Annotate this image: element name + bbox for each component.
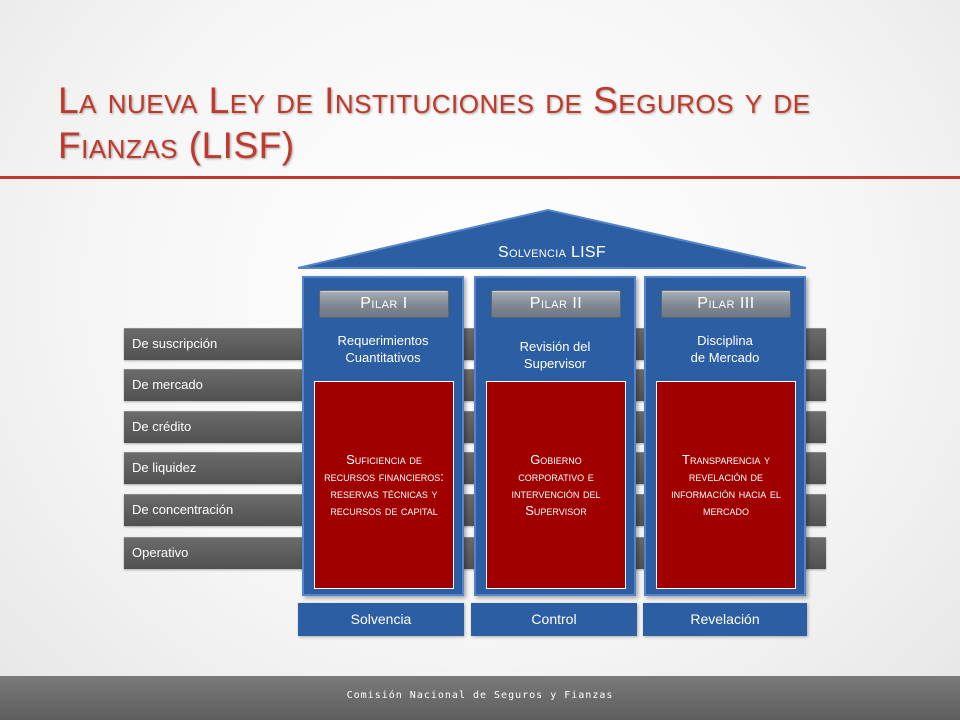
pillar-1-detail-box: Suficiencia de recursos financieros: res… [314, 381, 454, 589]
roof-label: Solvencia LISF [498, 244, 606, 261]
pillar-3-detail: Transparencia y revelación de informació… [671, 452, 781, 518]
risk-label: De mercado [132, 377, 203, 392]
pillar-3-detail-box: Transparencia y revelación de informació… [656, 381, 796, 589]
pillar-2-subtitle: Revisión del Supervisor [519, 339, 591, 371]
slide-title: La nueva Ley de Instituciones de Seguros… [58, 80, 811, 166]
pillar-1-subtitle: Requerimientos Cuantitativos [337, 333, 429, 365]
risk-label: De liquidez [132, 460, 197, 475]
base-control: Control [471, 603, 637, 636]
base-revelacion: Revelación [643, 603, 807, 636]
pillar-2: Pilar II Revisión del Supervisor Gobiern… [474, 276, 636, 596]
risk-label: De concentración [132, 502, 234, 517]
pillar-1: Pilar I Requerimientos Cuantitativos Suf… [302, 276, 464, 596]
pillar-1-detail: Suficiencia de recursos financieros: res… [324, 452, 444, 518]
pillar-2-title: Pilar II [491, 290, 621, 318]
pillar-3-subtitle: Disciplina de Mercado [690, 333, 760, 365]
pillar-3: Pilar III Disciplina de Mercado Transpar… [644, 276, 806, 596]
pillar-2-detail: Gobierno corporativo e intervención del … [511, 452, 601, 518]
risk-label: De suscripción [132, 336, 218, 351]
footer-bar: Comisión Nacional de Seguros y Fianzas [0, 676, 960, 720]
pillar-3-title: Pilar III [661, 290, 791, 318]
footer-text: Comisión Nacional de Seguros y Fianzas [346, 690, 614, 701]
roof-triangle [297, 208, 807, 269]
title-divider [0, 176, 960, 179]
risk-label: Operativo [132, 545, 189, 560]
pillar-2-detail-box: Gobierno corporativo e intervención del … [486, 381, 626, 589]
risk-label: De crédito [132, 419, 192, 434]
pillar-1-title: Pilar I [319, 290, 449, 318]
base-solvencia: Solvencia [298, 603, 464, 636]
